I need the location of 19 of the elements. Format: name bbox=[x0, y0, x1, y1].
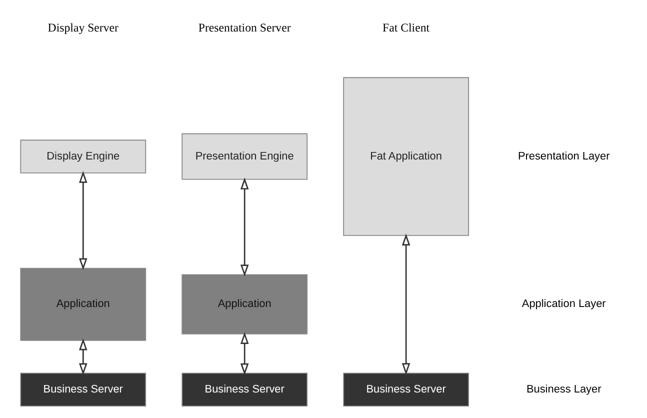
label: Business Layer bbox=[526, 383, 602, 396]
node-box: Application bbox=[182, 274, 308, 334]
arrow bbox=[240, 332, 249, 376]
node-box: Business Server bbox=[343, 372, 469, 406]
arrow bbox=[402, 234, 410, 375]
label: Display Server bbox=[48, 20, 118, 34]
arrow bbox=[78, 338, 88, 376]
arrow bbox=[78, 171, 88, 270]
label: Presentation Layer bbox=[518, 150, 610, 162]
node-box: Fat Application bbox=[343, 77, 469, 236]
node-box: Application bbox=[20, 268, 146, 341]
node-box: Presentation Engine bbox=[182, 133, 308, 180]
node-box: Display Engine bbox=[20, 140, 146, 174]
label: Presentation Server bbox=[198, 20, 291, 34]
arrow bbox=[240, 178, 249, 277]
label: Application Layer bbox=[522, 298, 606, 310]
label: Fat Client bbox=[382, 20, 430, 34]
node-box: Business Server bbox=[182, 372, 308, 406]
node-box: Business Server bbox=[20, 372, 146, 406]
